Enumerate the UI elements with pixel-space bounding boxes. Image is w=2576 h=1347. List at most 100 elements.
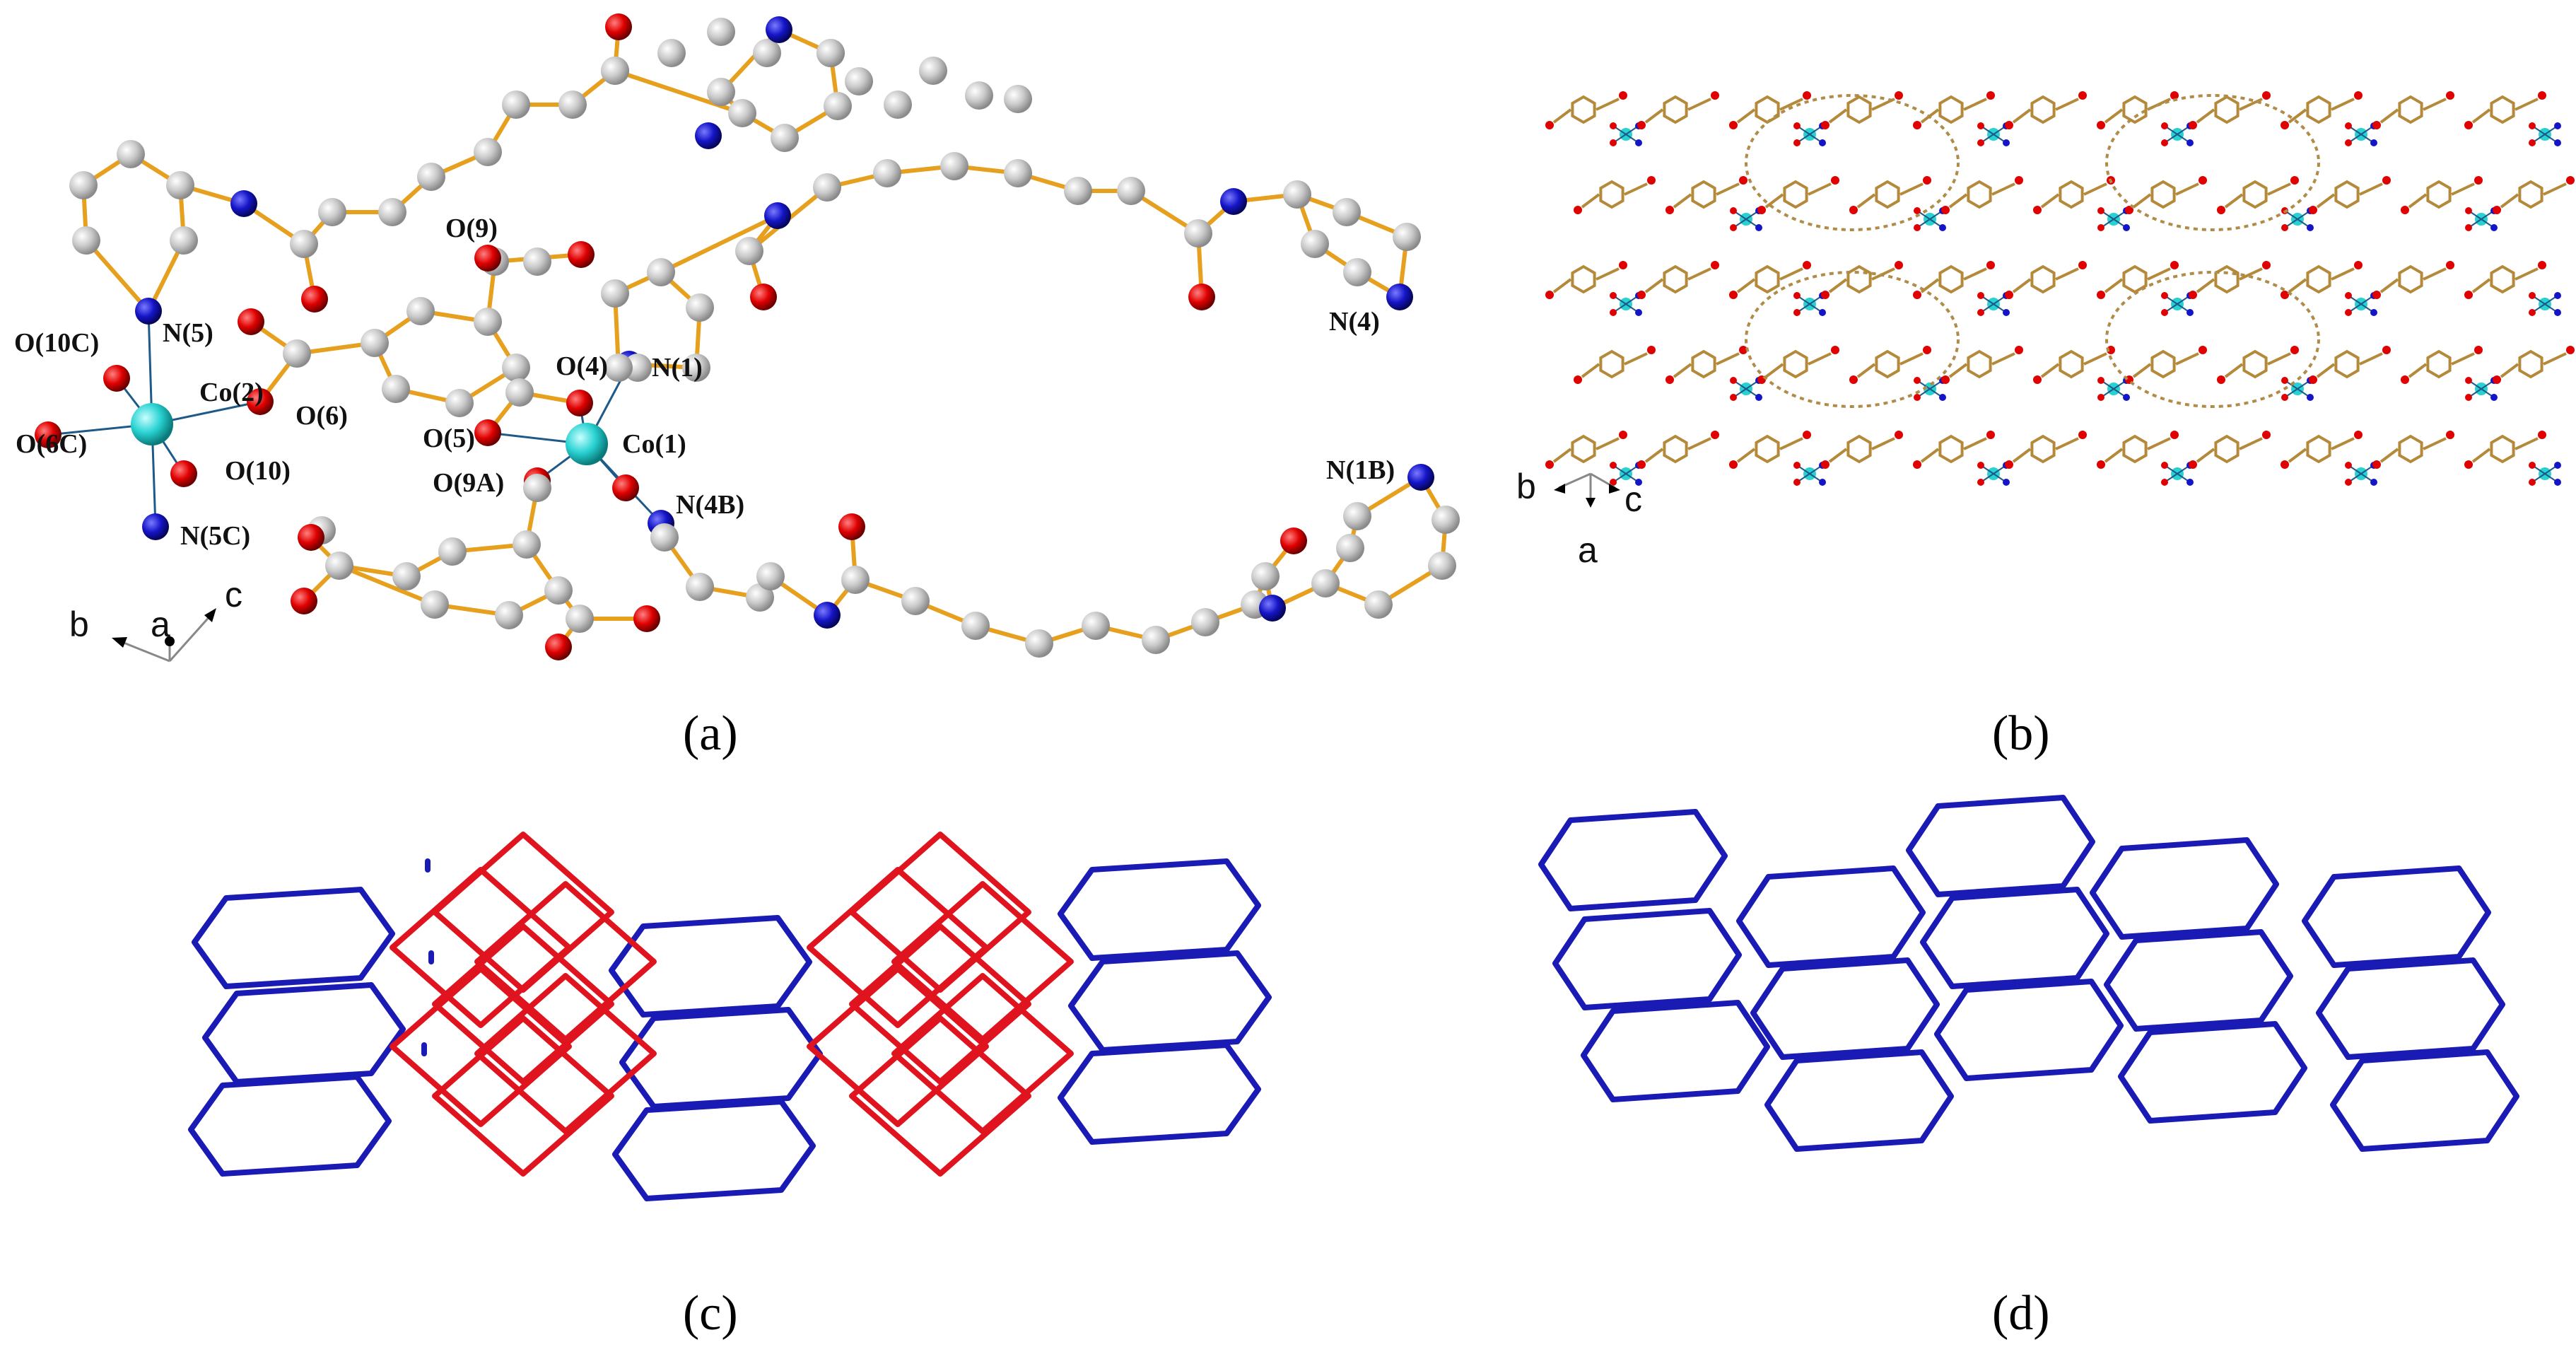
oxygen-atom [2078,431,2087,439]
nitrogen-atom [2307,224,2314,231]
carbon-atom [1343,258,1371,286]
ligand-bond [1673,193,1692,209]
chain-loop [1745,272,1959,407]
carbon-atom [657,39,686,67]
bond [337,564,437,607]
oxygen-atom [605,13,632,40]
nitrogen-atom [2186,139,2194,146]
ligand-bond [2471,448,2491,463]
oxygen-atom [1574,375,1582,384]
ligand-bond [2012,278,2032,293]
ligand-bond [2055,437,2079,450]
label-N5: N(5) [163,318,213,348]
nitrogen-atom [2554,122,2561,129]
ligand-bond [1808,182,1832,196]
oxygen-atom [1610,462,1617,469]
oxygen-atom [2199,176,2207,185]
oxygen-atom [1986,431,1995,439]
oxygen-atom [1923,176,1931,185]
ligand-bond [2423,267,2447,281]
ligand-ring [1663,95,1688,124]
oxygen-atom [1977,292,1984,299]
carbon-atom [746,583,774,612]
ligand-bond [1644,278,1664,293]
nitrogen-atom [766,16,792,43]
ligand-bond [2359,182,2383,196]
ligand-ring [1875,180,1900,209]
ligand-ring [1938,264,1964,294]
net-cell-red [807,867,989,1028]
oxygen-atom [2281,291,2289,299]
oxygen-atom [2446,431,2454,439]
oxygen-atom [1849,375,1858,384]
ligand-bond [2514,98,2539,111]
ligand-ring [1938,434,1964,464]
ligand-bond [1828,448,1848,463]
oxygen-atom [1977,309,1984,316]
carbon-atom [1301,230,1329,258]
carbon-atom [558,91,587,119]
ligand-bond [1991,182,2015,196]
ligand-bond [2224,363,2244,378]
carbon-atom [290,230,318,258]
oxygen-atom [2309,375,2317,384]
ligand-bond [2055,98,2079,111]
ligand-bond [1716,352,1740,366]
carbon-atom [601,279,629,308]
ligand-bond [2175,182,2199,196]
ligand-ring [2242,180,2268,209]
net-cell-blue [1764,1049,1954,1152]
ligand-bond [2514,267,2539,281]
oxygen-atom [2290,346,2299,354]
oxygen-atom [2189,121,2197,129]
ligand-bond [1856,363,1876,378]
label-O4: O(4) [556,351,608,381]
ligand-bond [1581,193,1600,209]
panel-c-topology-net: (c) [188,832,1272,1341]
ligand-bond [2239,437,2263,450]
ligand-bond [1736,448,1756,463]
net-cell-red [390,966,572,1127]
net-cell-blue [1552,908,1742,1010]
ligand-ring [1571,434,1596,464]
oxygen-atom [1188,284,1215,310]
ligand-bond [1736,278,1756,293]
oxygen-atom [1610,122,1617,129]
oxygen-atom [2125,206,2133,214]
oxygen-atom [2290,176,2299,185]
oxygen-atom [2464,121,2473,129]
carbon-atom [544,576,573,605]
oxygen-atom [2464,291,2473,299]
oxygen-atom [2464,460,2473,469]
axis-label-b: b [1516,467,1536,506]
ligand-bond [1899,182,1924,196]
oxygen-atom [2446,261,2454,269]
ligand-ring [2490,95,2515,124]
nitrogen-atom [2554,309,2561,316]
net-cell-red [891,973,1074,1134]
ligand-bond [1963,267,1987,281]
ligand-bond [1687,437,1711,450]
oxygen-atom [2033,375,2042,384]
ligand-bond [2040,193,2060,209]
ligand-bond [2147,437,2171,450]
oxygen-atom [1913,291,1921,299]
oxygen-atom [2078,91,2087,100]
oxygen-atom [2161,122,2168,129]
ligand-ring [1663,264,1688,294]
ligand-bond [1963,437,1987,450]
panel-c-network [188,832,1272,1201]
oxygen-atom [2015,176,2023,185]
cobalt-atom [131,403,173,445]
ligand-bond [2379,108,2399,124]
ligand-ring [1599,349,1624,379]
carbon-atom [566,605,594,633]
oxygen-atom [1821,291,1829,299]
nitrogen-atom [2490,394,2498,401]
oxygen-atom [1665,375,1674,384]
net-cell-red [807,966,989,1127]
carbon-atom [1117,177,1145,205]
ligand-bond [1948,363,1968,378]
oxygen-atom [2465,394,2472,401]
ligand-bond [1552,278,1572,293]
